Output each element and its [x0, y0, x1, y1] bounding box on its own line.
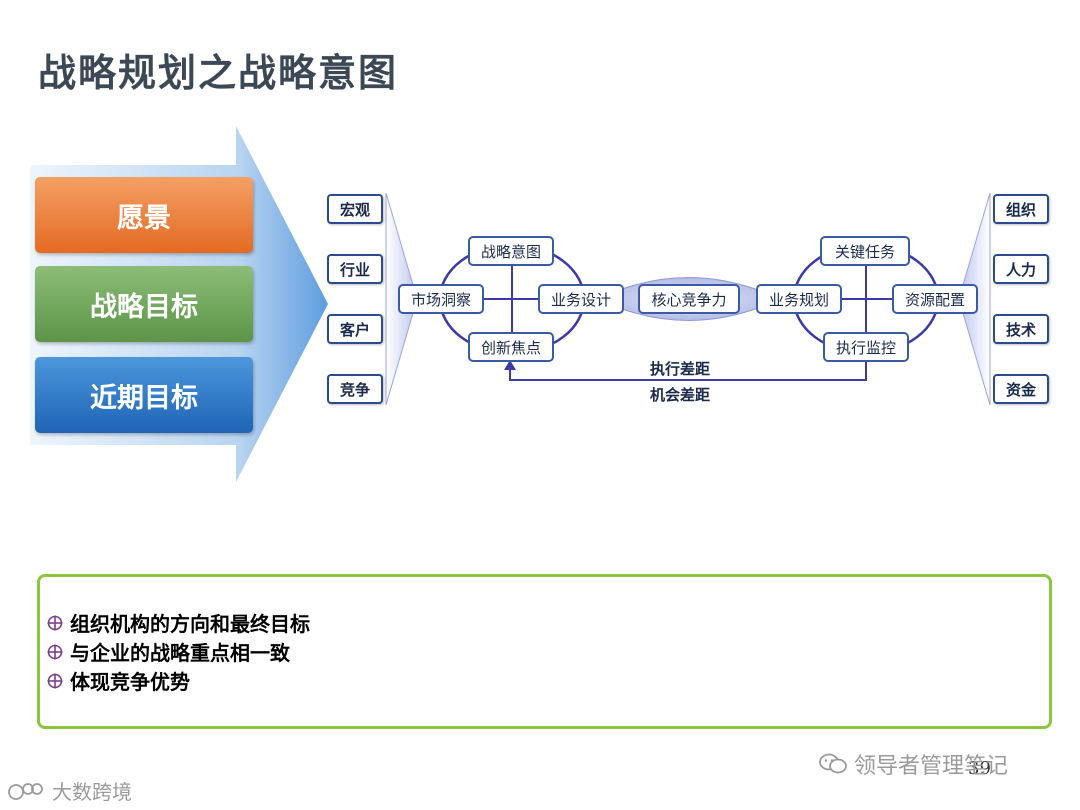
node-business-planning: 业务规划: [756, 284, 842, 314]
node-business-design: 业务设计: [538, 284, 624, 314]
brand-logo-icon: [8, 782, 43, 800]
node-innovation-focus: 创新焦点: [468, 332, 554, 362]
opportunity-gap-label: 机会差距: [650, 386, 711, 404]
watermark-right-text: 领导者管理笔记: [854, 754, 1009, 779]
goal-strategic-target: 战略目标: [35, 266, 253, 342]
tag-technology: 技术: [993, 314, 1049, 344]
tag-customer: 客户: [327, 314, 383, 344]
goal-vision: 愿景: [35, 177, 253, 253]
node-market-insight: 市场洞察: [398, 284, 484, 314]
bullet-list: 组织机构的方向和最终目标 与企业的战略重点相一致 体现竞争优势: [46, 608, 310, 695]
bullet-diamond-icon: [47, 615, 63, 630]
watermark-right: 领导者管理笔记: [818, 748, 1008, 780]
bullet-diamond-icon: [47, 673, 63, 688]
bullet-text: 体现竞争优势: [70, 670, 190, 694]
node-key-tasks: 关键任务: [820, 236, 910, 266]
tag-competition: 竞争: [327, 374, 383, 404]
bullet-item: 体现竞争优势: [46, 666, 310, 695]
tag-manpower: 人力: [993, 254, 1049, 284]
tag-organization: 组织: [993, 194, 1049, 224]
watermark-left: 大数跨境: [6, 776, 132, 805]
bullet-item: 与企业的战略重点相一致: [46, 637, 310, 666]
page-number: 39: [968, 758, 991, 779]
notes-box: [37, 574, 1052, 729]
page-title: 战略规划之战略意图: [38, 51, 399, 95]
watermark-left-text: 大数跨境: [52, 780, 132, 804]
node-core-competence: 核心竞争力: [638, 284, 740, 314]
gap-feedback-arrow: [509, 360, 867, 381]
bullet-diamond-icon: [47, 644, 63, 659]
node-execution-monitoring: 执行监控: [823, 332, 909, 362]
node-resource-allocation: 资源配置: [892, 284, 978, 314]
execution-gap-label: 执行差距: [650, 360, 711, 378]
tag-industry: 行业: [327, 254, 383, 284]
tag-capital: 资金: [993, 374, 1049, 404]
bullet-item: 组织机构的方向和最终目标: [46, 608, 310, 637]
bullet-text: 组织机构的方向和最终目标: [70, 612, 310, 636]
wechat-icon: [819, 753, 847, 774]
node-strategic-intent: 战略意图: [468, 236, 554, 266]
tag-macro: 宏观: [327, 194, 383, 224]
bullet-text: 与企业的战略重点相一致: [70, 641, 290, 665]
goal-near-term: 近期目标: [35, 357, 253, 433]
